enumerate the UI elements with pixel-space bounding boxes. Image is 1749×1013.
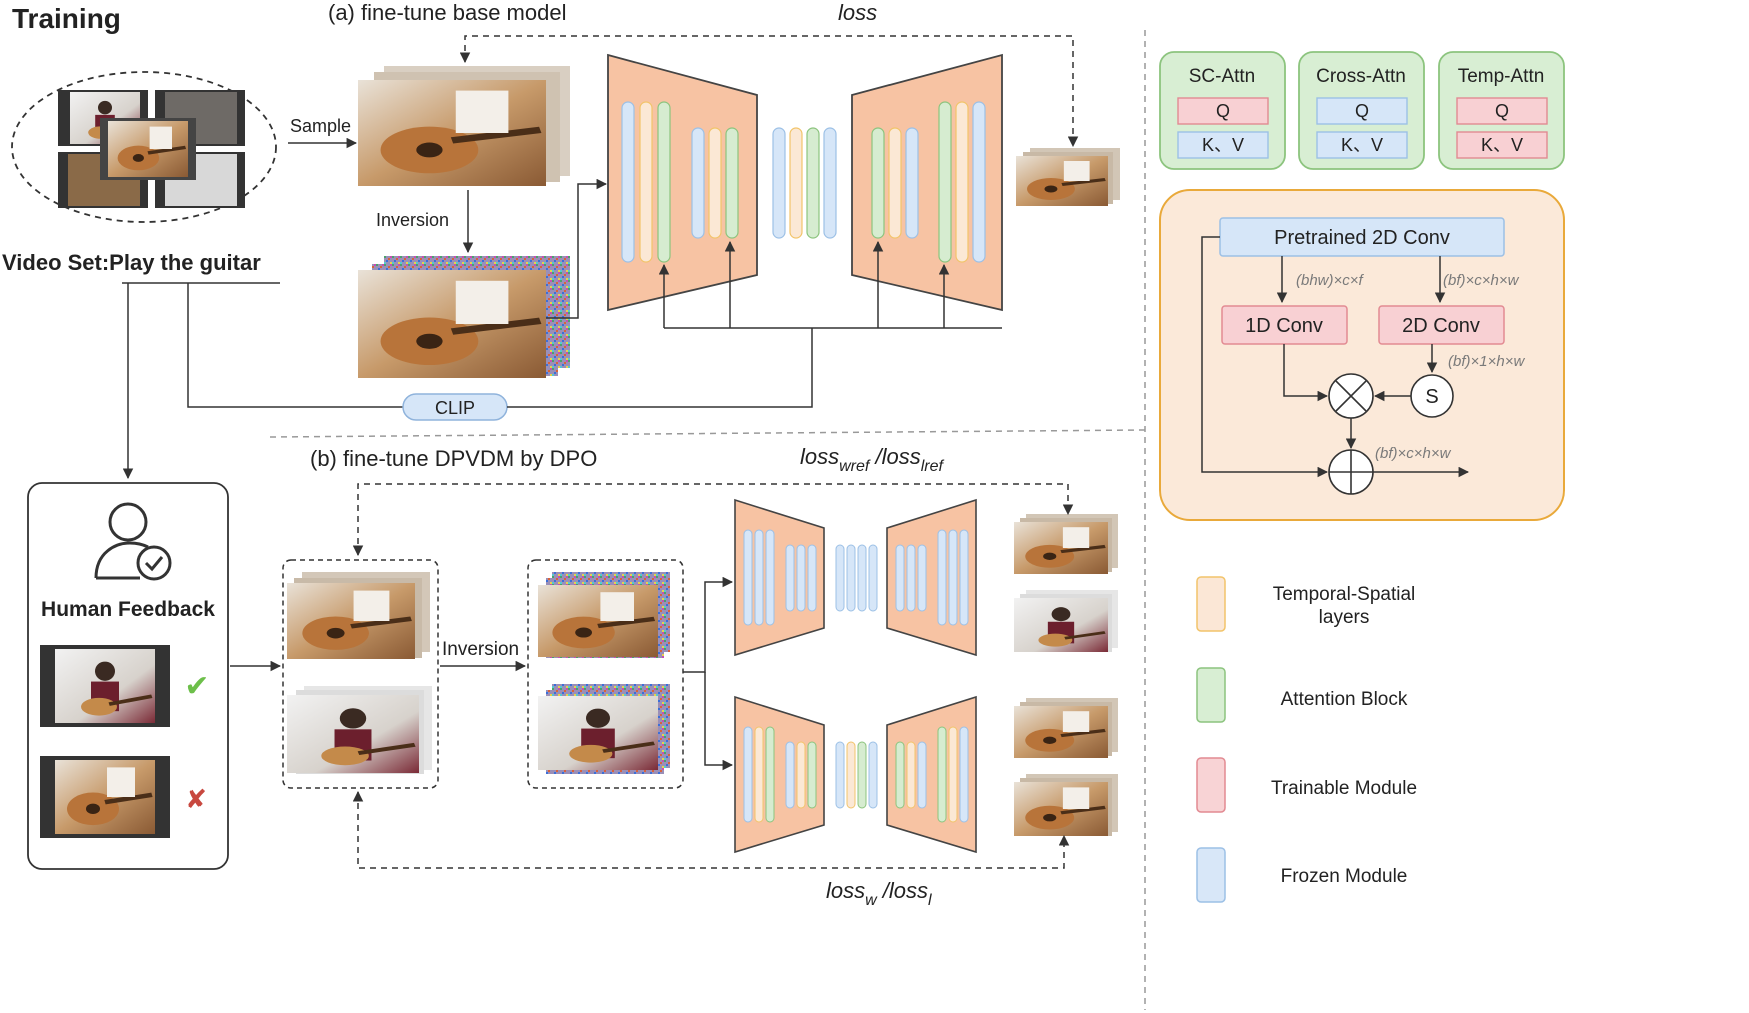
noised-person-frames [538,684,670,774]
svg-text:Q: Q [1495,101,1509,121]
legend-label-temporal: Temporal-Spatial [1273,584,1416,605]
conv-2d-label: 2D Conv [1402,315,1480,337]
temporal-spatial-conv-module: Pretrained 2D Conv (bhw)×c×f (bf)×c×h×w … [1159,189,1565,521]
svg-text:K、V: K、V [1202,135,1244,155]
legend-label-temporal-2: layers [1319,607,1370,628]
rejected-video-thumb [40,756,170,838]
noised-frames [358,256,570,378]
multiply-node [1328,373,1374,419]
pair-person-frames [287,686,432,774]
shape-ann-s: (bf)×1×h×w [1448,353,1525,370]
inversion-label-b: Inversion [442,639,519,660]
video-set-ellipse [11,71,277,223]
loss-top-label: losswref /losslref [800,444,945,475]
video-set-thumbnails [58,90,245,208]
section-b-title: (b) fine-tune DPVDM by DPO [310,446,597,471]
svg-text:K、V: K、V [1481,135,1523,155]
svg-text:K、V: K、V [1341,135,1383,155]
split-arrow-top [683,576,734,673]
legend-label-trainable: Trainable Module [1271,778,1417,799]
loss-loop-policy [352,790,1070,869]
noised-guitar-frames [538,572,670,658]
accept-check-icon: ✔ [184,669,209,704]
preferred-video-thumb [40,645,170,727]
attn-block-temp: Temp-Attn Q K、V [1438,51,1565,170]
svg-text:Q: Q [1216,101,1230,121]
svg-text:Cross-Attn: Cross-Attn [1316,66,1406,87]
split-arrow-bottom [704,672,734,771]
legend-label-frozen: Frozen Module [1281,866,1408,887]
add-node [1328,449,1374,495]
svg-text:Q: Q [1355,101,1369,121]
unet-a [607,53,1003,312]
latent-input-arrow-a [546,178,608,319]
sigmoid-label: S [1425,386,1438,408]
loss-bottom-label: lossw /lossl [826,878,932,909]
legend-swatch-attention [1196,667,1226,723]
clip-input-line [187,283,403,408]
training-title: Training [12,3,121,34]
loss-loop-a [459,35,1079,148]
output-frames-b [1014,514,1118,836]
user-check-icon [94,502,172,581]
svg-text:Temp-Attn: Temp-Attn [1458,66,1545,87]
pair-guitar-frames [287,572,430,659]
shape-ann-left: (bhw)×c×f [1296,272,1365,289]
conv-2d [1378,305,1505,345]
attn-block-cross: Cross-Attn Q K、V [1298,51,1425,170]
clip-output-line [507,328,813,408]
shape-ann-right: (bf)×c×h×w [1443,272,1520,289]
sample-label: Sample [290,116,351,136]
pretrained-2d-conv-label: Pretrained 2D Conv [1274,227,1450,249]
legend-swatch-trainable [1196,757,1226,813]
reject-x-icon: ✘ [185,785,207,815]
loss-label: loss [838,0,877,25]
legend: Temporal-Spatial layers Attention Block … [1196,576,1417,903]
unet-b-reference [734,498,977,657]
clip-label: CLIP [435,398,475,418]
horizontal-divider [269,429,1146,438]
video-set-label: Video Set:Play the guitar [2,250,261,275]
human-feedback-label: Human Feedback [41,598,215,621]
legend-swatch-frozen [1196,847,1226,903]
output-frames-a [1016,148,1120,206]
sampled-frames [358,66,570,186]
legend-swatch-temporal [1196,576,1226,632]
section-a-title: (a) fine-tune base model [328,0,566,25]
legend-label-attention: Attention Block [1281,689,1408,710]
loss-loop-ref [352,483,1074,557]
conv-1d-label: 1D Conv [1245,315,1323,337]
svg-text:SC-Attn: SC-Attn [1189,66,1256,87]
inversion-label-a: Inversion [376,210,449,230]
unet-b-policy [734,695,977,854]
shape-ann-out: (bf)×c×h×w [1375,445,1452,462]
attn-block-sc: SC-Attn Q K、V [1159,51,1286,170]
